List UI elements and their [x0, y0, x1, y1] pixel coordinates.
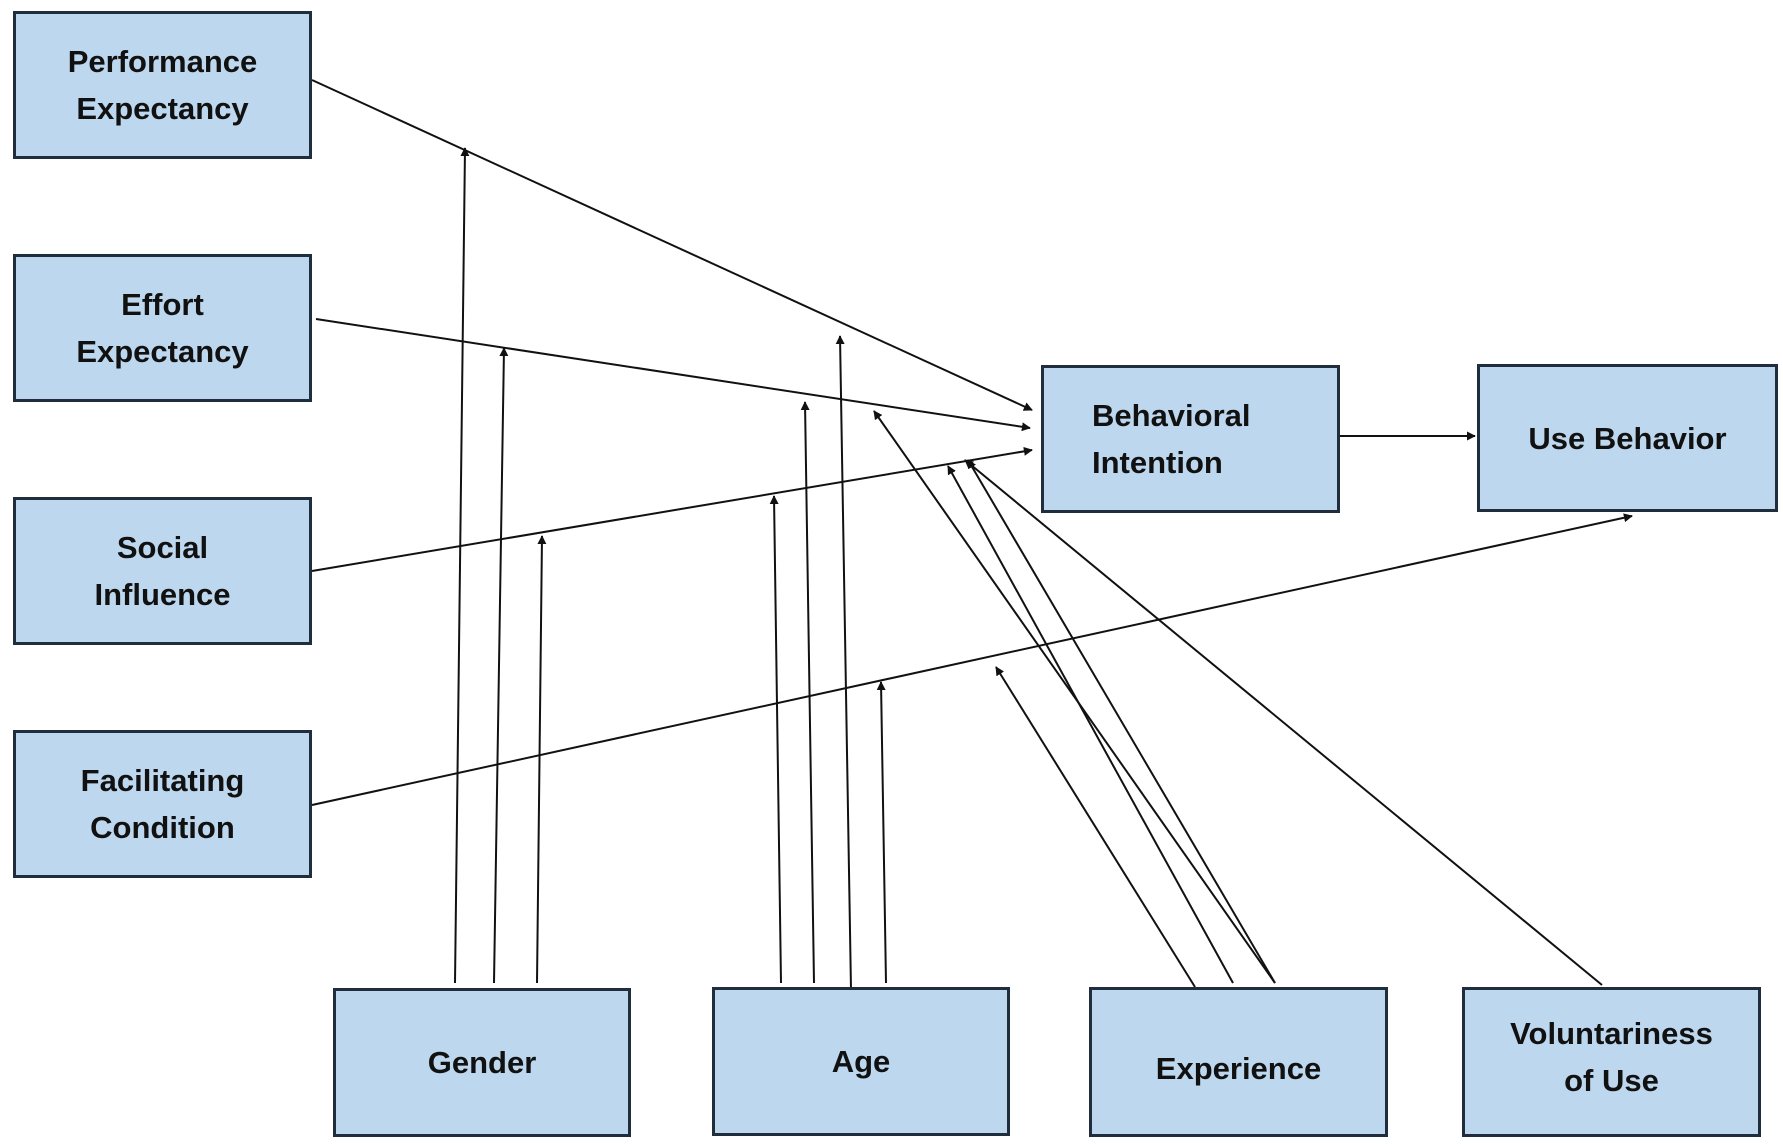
arrow-experience-moderator-3	[873, 410, 1276, 984]
behavioral-intention-box: Behavioral Intention	[1041, 365, 1340, 513]
arrow-voluntariness-moderator	[964, 459, 1603, 986]
arrow-experience-moderator-2	[947, 465, 1234, 984]
voluntariness-of-use-box: Voluntariness of Use	[1462, 987, 1761, 1137]
gender-box: Gender	[333, 988, 631, 1137]
arrow-performance-to-intention	[311, 79, 1033, 411]
arrow-facilitating-to-use	[311, 513, 1633, 806]
arrow-experience-moderator-4	[967, 459, 1276, 984]
effort-expectancy-label: Effort Expectancy	[76, 287, 249, 369]
facilitating-condition-label: Facilitating Condition	[80, 763, 245, 845]
voluntariness-of-use-label: Voluntariness of Use	[1510, 1016, 1713, 1098]
use-behavior-label: Use Behavior	[1528, 420, 1727, 456]
facilitating-condition-box: Facilitating Condition	[13, 730, 312, 878]
arrow-age-moderator-4	[876, 681, 887, 984]
arrow-experience-moderator-1	[995, 666, 1196, 988]
arrow-gender-moderator-1	[454, 147, 470, 984]
arrow-gender-moderator-3	[536, 535, 547, 984]
use-behavior-box: Use Behavior	[1477, 364, 1778, 512]
performance-expectancy-label: Performance Expectancy	[67, 44, 258, 126]
arrow-age-moderator-3	[835, 335, 852, 991]
performance-expectancy-box: Performance Expectancy	[13, 11, 312, 159]
arrow-age-moderator-1	[769, 495, 782, 984]
social-influence-label: Social Influence	[94, 530, 231, 612]
arrow-gender-moderator-2	[493, 347, 509, 984]
experience-label: Experience	[1155, 1050, 1322, 1086]
age-box: Age	[712, 987, 1010, 1136]
arrow-social-to-intention	[311, 446, 1033, 572]
gender-label: Gender	[427, 1045, 537, 1080]
arrow-age-moderator-2	[800, 401, 815, 984]
experience-box: Experience	[1089, 987, 1388, 1137]
social-influence-box: Social Influence	[13, 497, 312, 645]
effort-expectancy-box: Effort Expectancy	[13, 254, 312, 402]
behavioral-intention-label: Behavioral Intention	[1092, 398, 1251, 480]
arrow-effort-to-intention	[315, 318, 1031, 432]
age-label: Age	[831, 1044, 891, 1079]
